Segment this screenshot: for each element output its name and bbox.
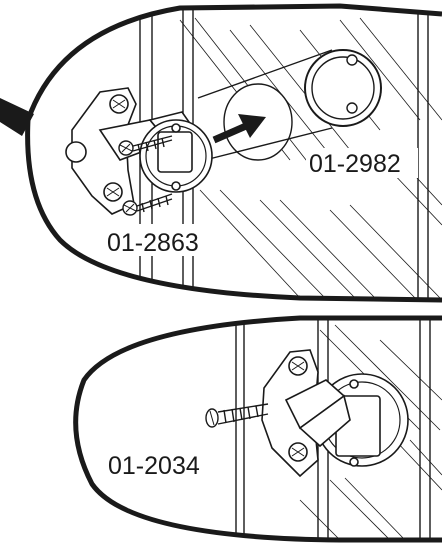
insertion-arrow [212, 114, 266, 144]
upper-detail-view: 01-2982 01-2863 [0, 3, 442, 303]
hinge-01-2863 [65, 87, 213, 215]
screw-upper-top [118, 135, 173, 156]
label-01-2863: 01-2863 [107, 229, 199, 257]
screw-lower [205, 403, 269, 428]
screw-upper-bottom [122, 193, 173, 216]
label-01-2034: 01-2034 [108, 452, 200, 480]
label-01-2982: 01-2982 [309, 150, 401, 178]
hinge-01-2034 [261, 349, 409, 478]
adapter-cup-01-2982 [304, 49, 382, 127]
lower-bubble-outline [73, 315, 442, 543]
lower-detail-view: 01-2034 [73, 315, 442, 543]
upper-bubble-outline [25, 3, 442, 303]
